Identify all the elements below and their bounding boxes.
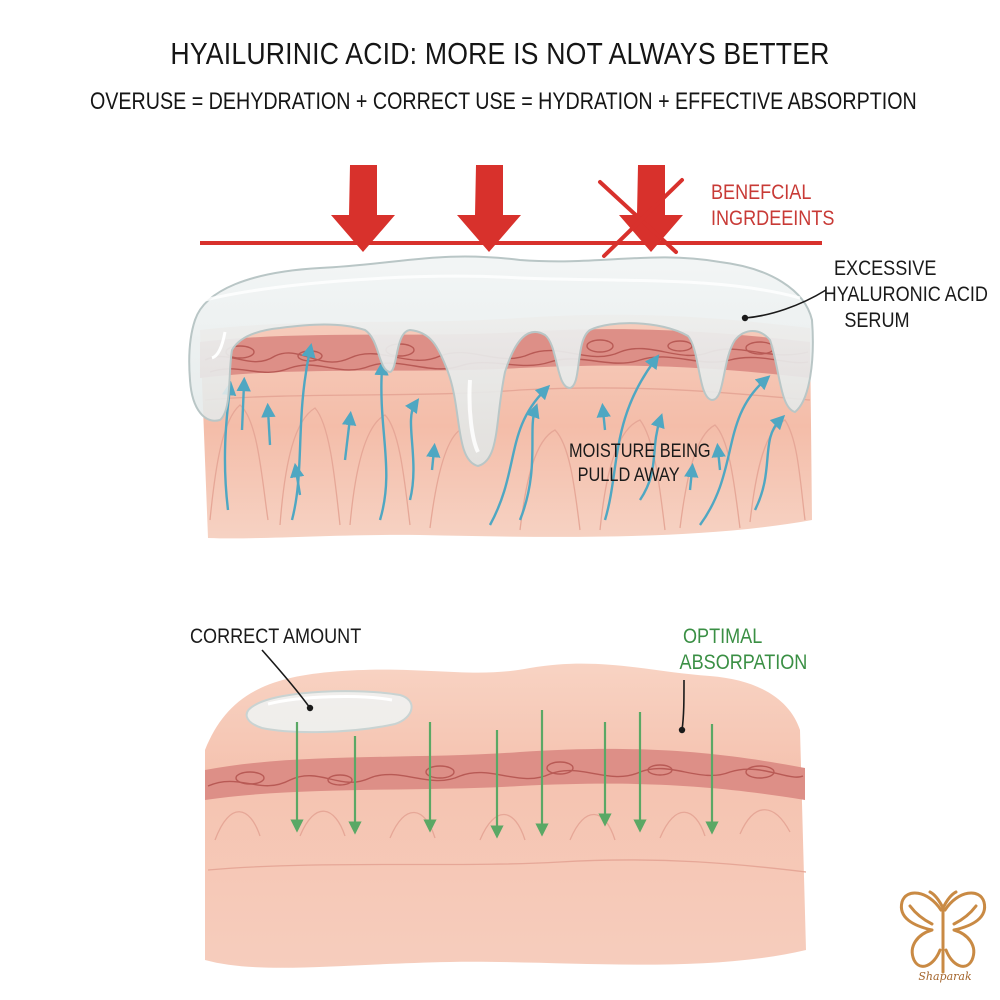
absorption-arrows — [290, 710, 719, 839]
butterfly-icon — [899, 890, 987, 974]
red-down-arrow — [457, 165, 521, 252]
optimal-leader-line — [678, 679, 686, 734]
page-title: HYAILURINIC ACID: MORE IS NOT ALWAYS BET… — [170, 36, 830, 71]
correct-amount-label: CORRECT AMOUNT — [190, 625, 362, 648]
moisture-label-line: PULLD AWAY — [577, 465, 680, 486]
excessive-serum-label: EXCESSIVE HYALURONIC ACID SERUM — [824, 256, 988, 334]
beneficial-label-line: BENEFCIAL — [711, 181, 812, 204]
excessive-label-line: HYALURONIC ACID — [823, 283, 988, 306]
moisture-label-line: MOISTURE BEING — [569, 441, 711, 462]
correct-amount-gel — [245, 690, 413, 734]
block-x-icon — [598, 178, 684, 258]
excessive-label-line: SERUM — [844, 309, 910, 332]
beneficial-ingredients-label: BENEFCIAL INGRDEEINTS — [711, 180, 834, 232]
excessive-serum-gel — [188, 255, 814, 468]
optimal-label-line: OPTIMAL — [683, 625, 763, 648]
excessive-label-line: EXCESSIVE — [834, 257, 937, 280]
beneficial-label-line: INGRDEEINTS — [711, 207, 835, 230]
moisture-arrows — [221, 342, 786, 526]
beneficial-ingredients-barrier — [200, 165, 822, 258]
correct-leader-line — [261, 649, 314, 712]
excessive-leader-line — [741, 289, 827, 322]
moisture-label: MOISTURE BEING PULLD AWAY — [569, 440, 711, 488]
logo-text: Shaparak — [918, 970, 972, 983]
red-down-arrow — [331, 165, 395, 252]
optimal-label-line: ABSORPATION — [679, 651, 808, 674]
page-subtitle: OVERUSE = DEHYDRATION + CORRECT USE = HY… — [90, 88, 917, 115]
optimal-absorption-label: OPTIMAL ABSORPATION — [679, 624, 808, 676]
